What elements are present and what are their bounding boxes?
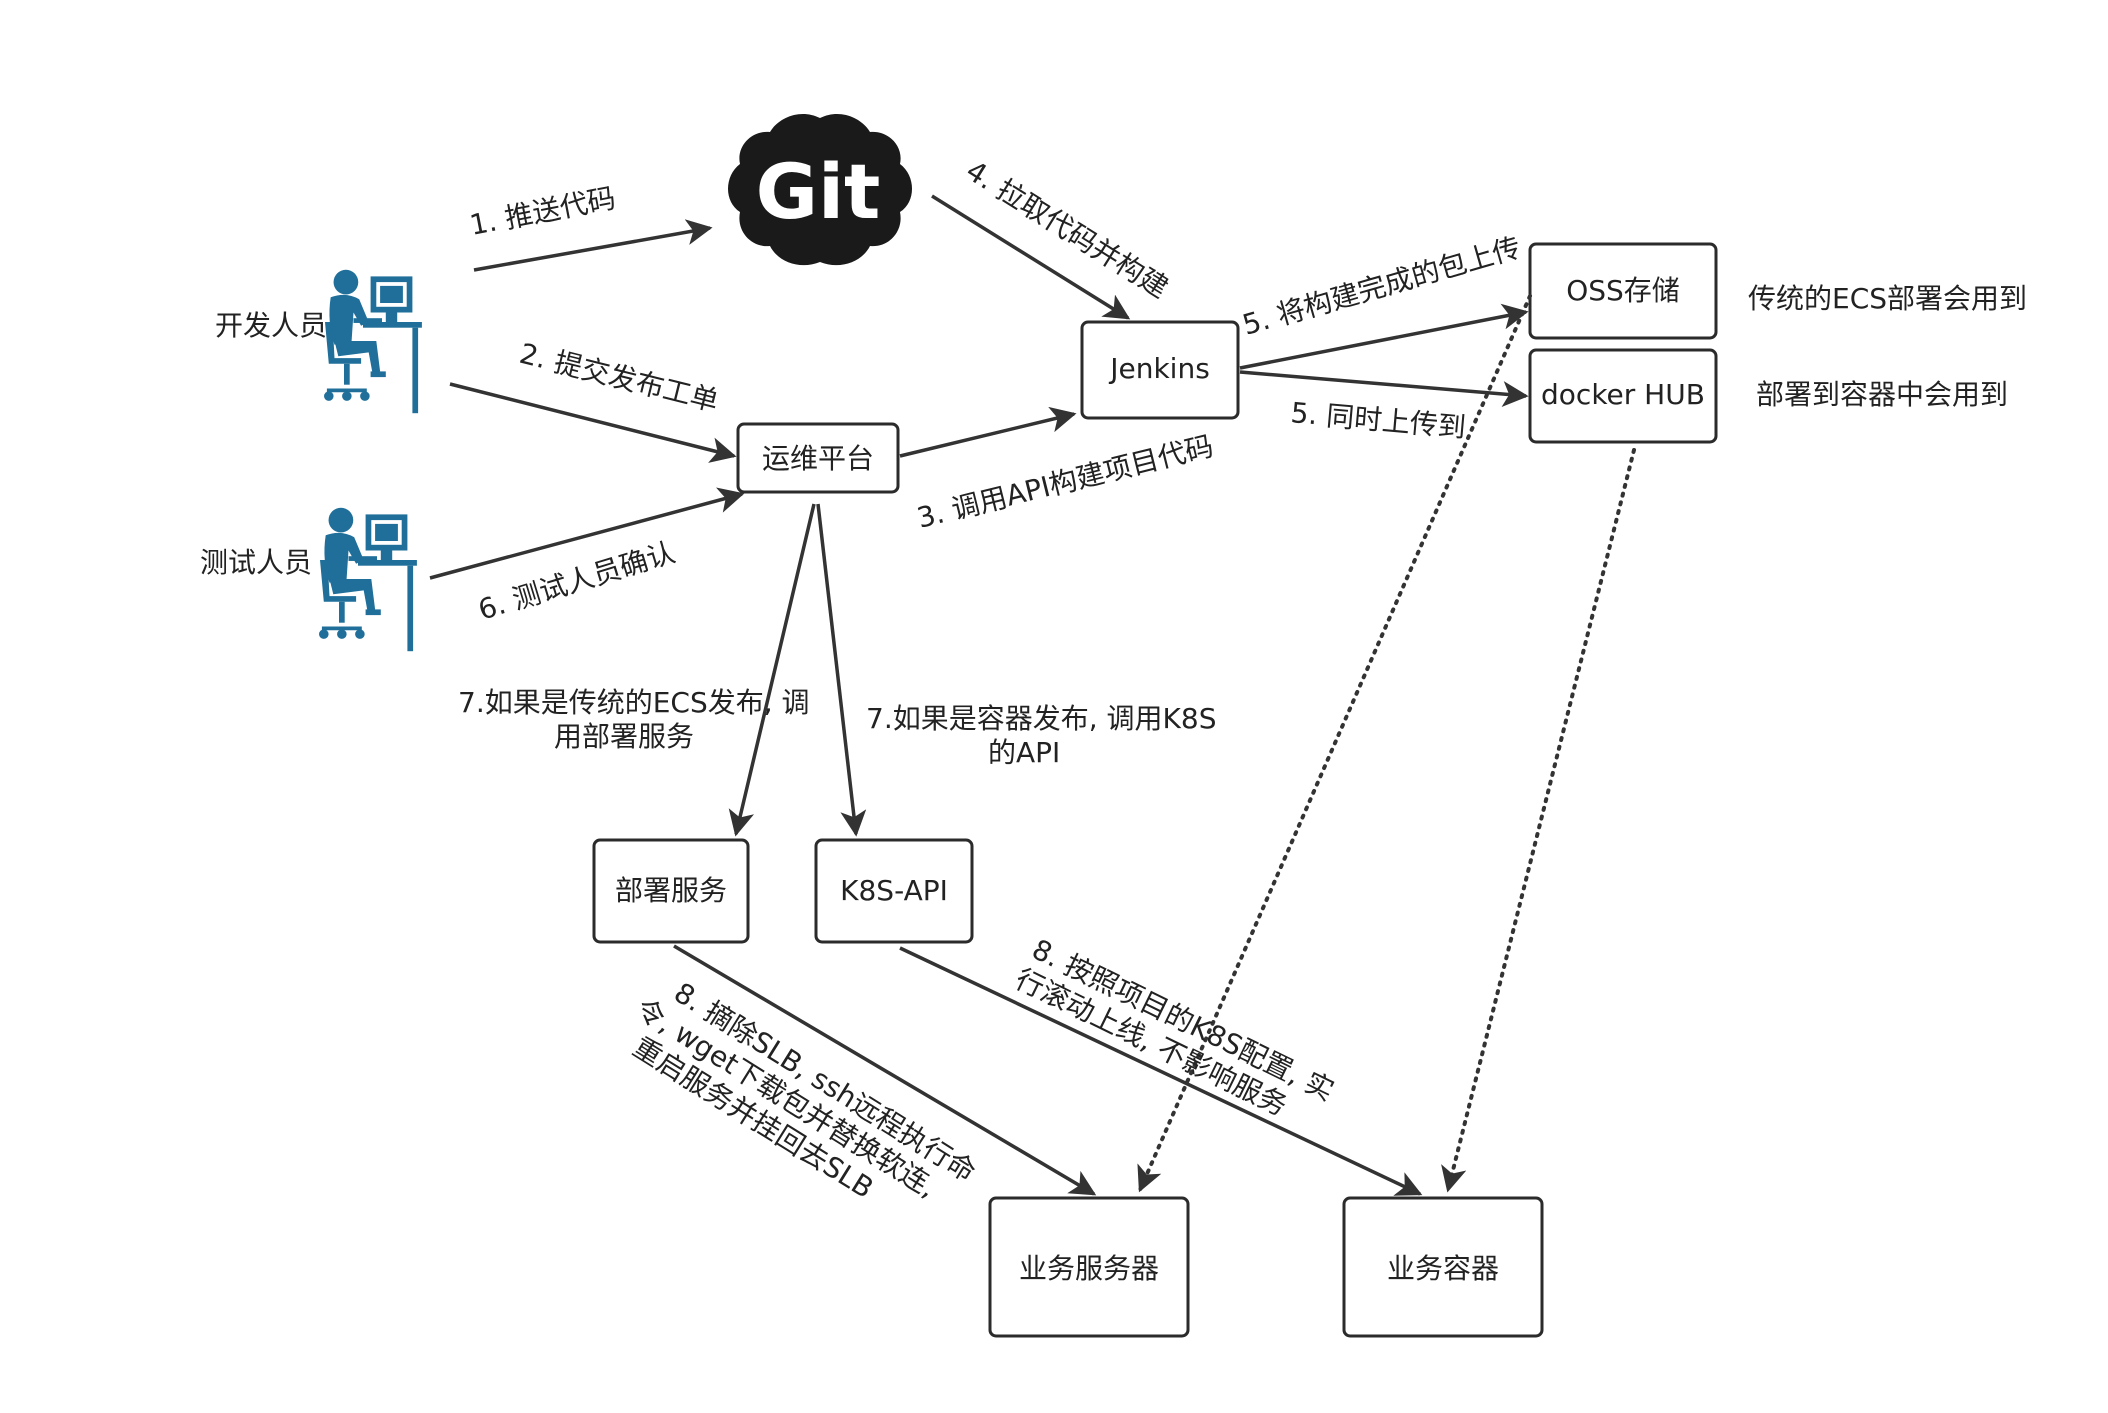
docker-usage-note: 部署到容器中会用到	[1756, 378, 2008, 411]
developer-label: 开发人员	[215, 309, 327, 342]
label-rolling-steps: 8. 按照项目的K8S配置, 实 行滚动上线, 不影响服务	[1010, 933, 1339, 1123]
edge-upload-oss	[1239, 303, 1529, 370]
edge-oss-to-server	[1137, 294, 1532, 1193]
ops-platform-label: 运维平台	[762, 442, 874, 475]
tester-person-icon	[319, 507, 417, 652]
edge-call-api-build	[899, 406, 1077, 458]
git-logo-text: Git	[756, 147, 881, 236]
tester-actor: 测试人员	[200, 507, 417, 652]
label-ecs-deploy-line1: 7.如果是传统的ECS发布, 调	[458, 686, 810, 719]
jenkins-node: Jenkins	[1080, 320, 1240, 420]
edge-tester-confirm	[429, 487, 745, 580]
jenkins-label: Jenkins	[1108, 352, 1210, 385]
label-k8s-deploy-line2: 的API	[988, 736, 1060, 769]
label-submit-ticket: 2. 提交发布工单	[516, 337, 722, 418]
label-push-code: 1. 推送代码	[467, 181, 618, 242]
edge-submit-ticket	[449, 382, 737, 463]
deploy-service-label: 部署服务	[615, 874, 727, 907]
biz-server-label: 业务服务器	[1019, 1252, 1159, 1285]
oss-label: OSS存储	[1566, 274, 1680, 307]
edge-push-code	[473, 219, 713, 272]
edge-call-deploy-service	[728, 503, 816, 837]
edge-rolling-update	[899, 946, 1423, 1196]
git-logo: Git	[728, 113, 912, 266]
label-upload-oss: 5. 将构建完成的包上传	[1239, 231, 1525, 342]
edge-pull-build	[931, 194, 1131, 320]
deploy-service-node: 部署服务	[592, 838, 750, 944]
developer-actor: 开发人员	[215, 269, 422, 414]
edge-call-k8s-api	[816, 503, 867, 837]
git-cloud-shape	[728, 113, 912, 266]
label-k8s-deploy-line1: 7.如果是容器发布, 调用K8S	[866, 702, 1216, 735]
oss-node: OSS存储	[1528, 242, 1718, 340]
docker-hub-node: docker HUB	[1528, 348, 1718, 444]
biz-container-node: 业务容器	[1342, 1196, 1544, 1338]
label-ecs-deploy-line2: 用部署服务	[554, 720, 694, 753]
biz-container-label: 业务容器	[1387, 1252, 1499, 1285]
label-tester-confirm: 6. 测试人员确认	[474, 536, 678, 627]
label-call-api-build: 3. 调用API构建项目代码	[914, 429, 1217, 535]
k8s-api-label: K8S-API	[840, 874, 948, 907]
oss-usage-note: 传统的ECS部署会用到	[1748, 282, 2027, 315]
label-deploy-steps-line2: 令, wget下载包并替换软连,	[630, 992, 942, 1204]
label-upload-docker-hub: 5. 同时上传到	[1289, 396, 1467, 444]
edge-docker-hub-to-container	[1441, 448, 1636, 1193]
label-deploy-steps: 8. 摘除SLB, ssh远程执行命 令, wget下载包并替换软连, 重启服务…	[627, 976, 982, 1205]
docker-hub-label: docker HUB	[1541, 378, 1705, 411]
edge-upload-docker-hub	[1239, 370, 1529, 407]
edge-deploy-to-server	[673, 944, 1097, 1196]
biz-server-node: 业务服务器	[988, 1196, 1190, 1338]
k8s-api-node: K8S-API	[814, 838, 974, 944]
ops-platform-node: 运维平台	[736, 422, 900, 494]
developer-person-icon	[324, 269, 422, 414]
tester-label: 测试人员	[200, 546, 312, 579]
